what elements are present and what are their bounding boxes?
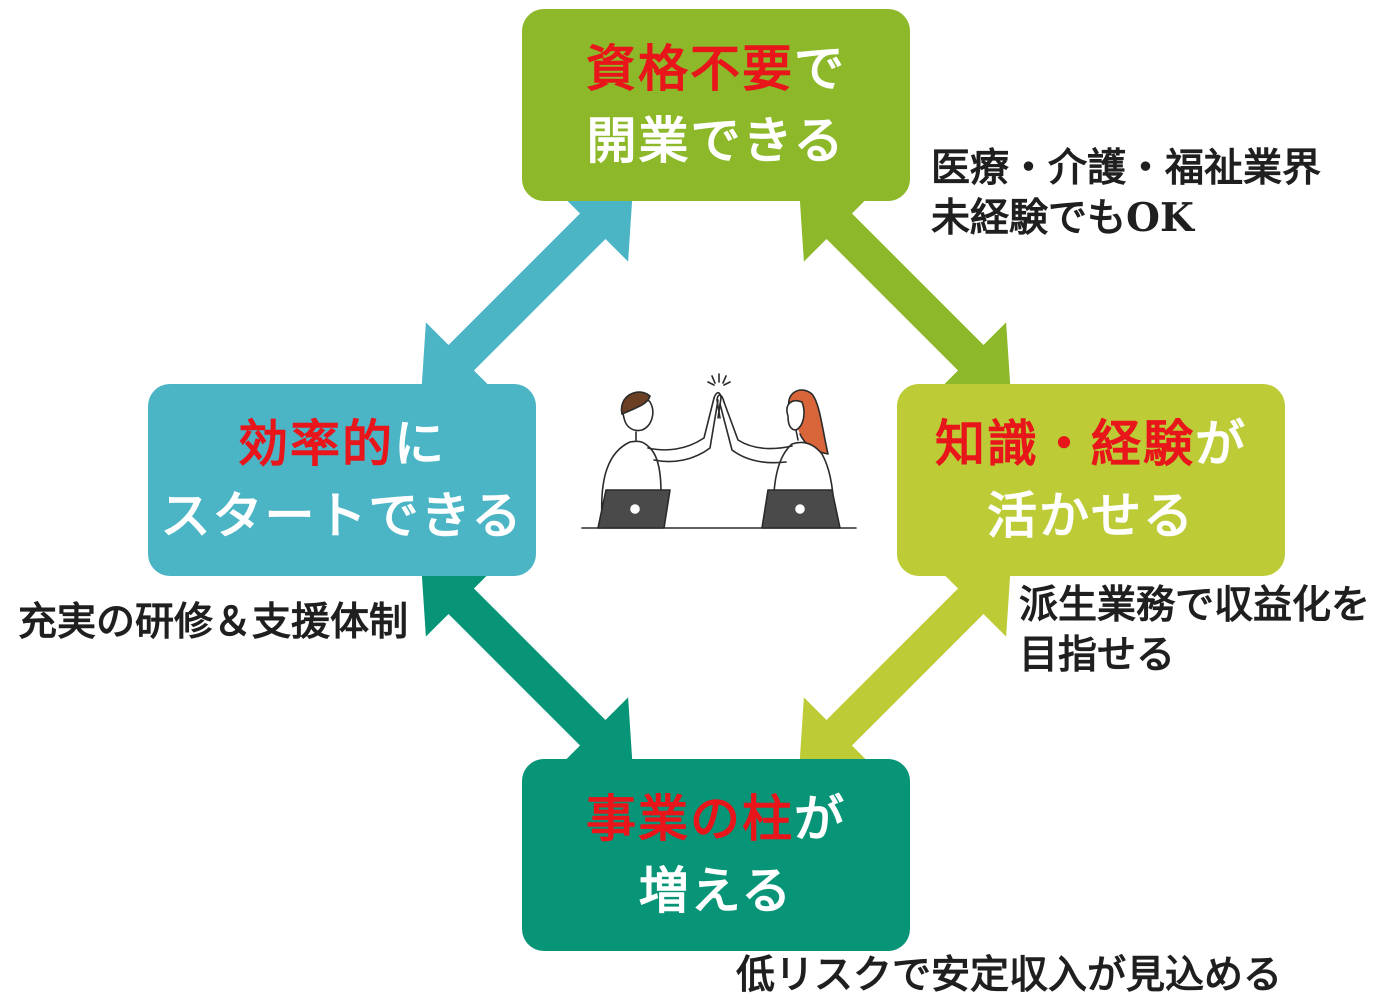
box-top-highlight: 資格不要 [586,39,794,98]
note-right: 派生業務で収益化を 目指せる [1019,580,1370,680]
box-top-particle: で [794,39,846,98]
box-left-line2: スタートできる [160,486,524,545]
box-bottom-line2: 増える [638,861,794,920]
note-left: 充実の研修＆支援体制 [18,597,408,647]
box-use-knowledge: 知識・経験が 活かせる [897,384,1285,576]
note-top-right-line2: 未経験でもOK [931,195,1194,241]
box-efficient-start: 効率的に スタートできる [148,384,536,576]
box-business-pillar: 事業の柱が 増える [522,759,910,951]
box-top-line2: 開業できる [586,111,846,170]
box-right-particle: が [1195,414,1247,473]
box-bottom-particle: が [794,789,846,848]
box-right-highlight: 知識・経験 [935,414,1195,473]
note-top-right-line1: 医療・介護・福祉業界 [931,145,1322,191]
note-left-line1: 充実の研修＆支援体制 [18,599,409,645]
box-no-license-required: 資格不要で 開業できる [522,9,910,201]
note-bottom-line1: 低リスクで安定収入が見込める [736,952,1283,998]
note-right-line2: 目指せる [1019,632,1176,678]
note-top-right: 医療・介護・福祉業界 未経験でもOK [931,143,1321,243]
note-bottom: 低リスクで安定収入が見込める [736,950,1282,1000]
box-left-particle: に [394,414,446,473]
note-right-line1: 派生業務で収益化を [1019,582,1371,628]
box-right-line2: 活かせる [987,486,1195,545]
high-five-illustration-icon [581,373,857,529]
box-bottom-highlight: 事業の柱 [586,789,794,848]
box-left-highlight: 効率的 [238,414,394,473]
